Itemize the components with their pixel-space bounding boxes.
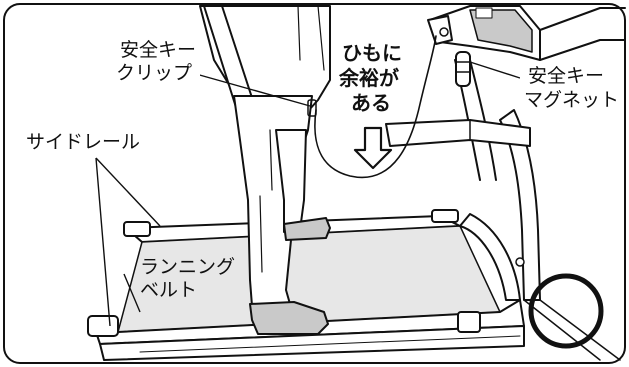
- slack-label-line2: 余裕が: [338, 66, 399, 90]
- clip-label-line2: クリップ: [116, 62, 192, 84]
- leader-clip: [195, 73, 311, 107]
- magnet-label-line1: 安全キー: [528, 65, 604, 87]
- clip-label-line1: 安全キー: [120, 39, 196, 61]
- handrail: [385, 119, 531, 147]
- leader-belt: [123, 273, 141, 313]
- leader-side-rail-front: [95, 157, 111, 327]
- leader-magnet: [469, 61, 521, 79]
- safety-key-magnet-part: [427, 15, 471, 87]
- highlight-circle: [528, 273, 604, 349]
- belt-label-line1: ランニング: [140, 256, 235, 278]
- user-legs: [199, 5, 331, 335]
- magnet-label-line2: マグネット: [524, 89, 619, 111]
- leader-side-rail-back: [95, 157, 161, 227]
- label-safety-key-magnet: 安全キー マグネット: [520, 62, 624, 112]
- side-rail-label: サイドレール: [26, 131, 140, 153]
- slack-label-line1: ひもに: [342, 41, 402, 65]
- safety-key-cord: [314, 35, 437, 179]
- safety-key-clip-part: [307, 99, 317, 117]
- label-slack: ひもに 余裕が ある: [337, 38, 409, 115]
- slack-label-line3: ある: [351, 91, 391, 115]
- label-side-rail: サイドレール: [22, 126, 148, 154]
- label-running-belt: ランニング ベルト: [140, 256, 235, 301]
- down-arrow-icon: [353, 126, 393, 170]
- label-safety-key-clip: 安全キー クリップ: [110, 36, 200, 84]
- belt-label-line2: ベルト: [140, 279, 197, 301]
